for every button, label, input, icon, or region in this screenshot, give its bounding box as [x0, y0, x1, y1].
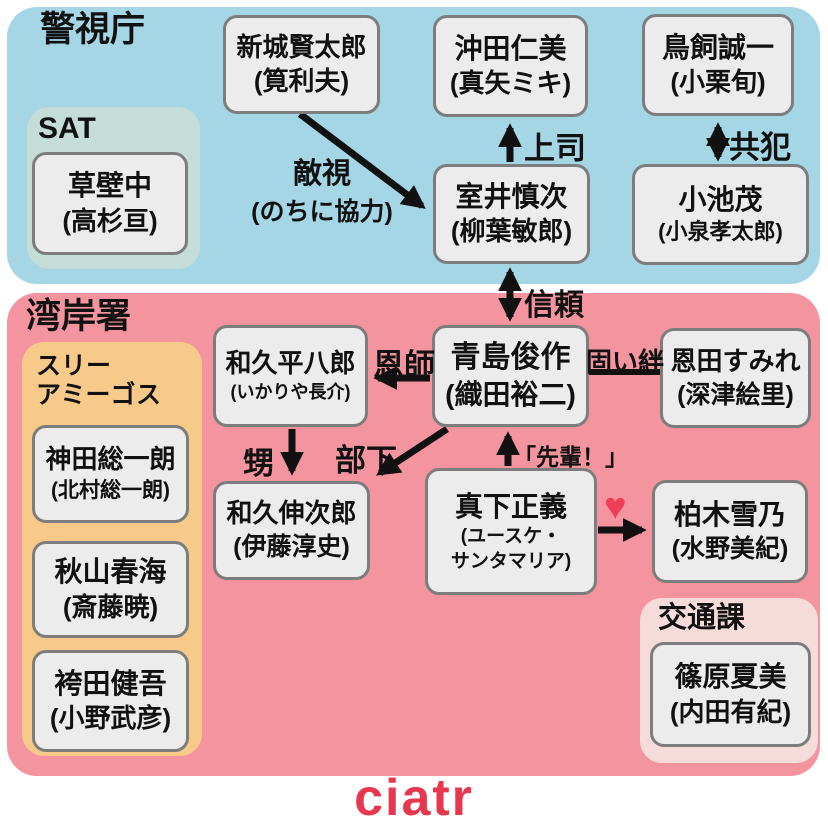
character-actor: (織田裕二)	[445, 379, 576, 411]
character-actor: (斎藤暁)	[62, 591, 159, 622]
character-actor-line2: サンタマリア)	[450, 550, 572, 572]
character-card-shinohara: 篠原夏美 (内田有紀)	[650, 642, 811, 747]
character-actor: (真矢ミキ)	[449, 68, 572, 99]
relation-label-senpai: 「先輩！」	[513, 444, 628, 470]
character-actor: (小栗旬)	[670, 67, 766, 98]
sat-label: SAT	[38, 112, 96, 145]
character-actor: (いかりや長介)	[230, 382, 351, 403]
character-actor: (伊藤淳史)	[233, 533, 350, 562]
relation-label-kyohan: 共犯	[729, 130, 791, 165]
relation-label-shinrai: 信頼	[524, 289, 584, 322]
character-name: 和久伸次郎	[226, 498, 357, 529]
relation-label-joshi: 上司	[524, 131, 586, 166]
three-amigos-label: スリー アミーゴス	[36, 352, 161, 410]
three-amigos-label-line1: スリー	[36, 352, 112, 380]
character-name: 柏木雪乃	[673, 499, 786, 531]
character-card-akiyama: 秋山春海 (斎藤暁)	[32, 541, 189, 638]
character-actor: (高杉亘)	[62, 205, 158, 236]
character-card-hakamada: 袴田健吾 (小野武彦)	[32, 650, 189, 752]
character-name: 草壁中	[67, 170, 152, 202]
relation-label-kataikizuna: 固い絆	[586, 347, 665, 377]
character-card-koike: 小池茂 (小泉孝太郎)	[632, 164, 809, 265]
character-card-onda: 恩田すみれ (深津絵里)	[660, 328, 811, 428]
character-actor: (水野美紀)	[671, 535, 789, 564]
character-card-shinjo: 新城賢太郎 (筧利夫)	[223, 15, 380, 114]
koutsuka-label: 交通課	[658, 602, 746, 634]
heart-icon: ♥	[604, 486, 627, 528]
character-card-mashita: 真下正義 (ユースケ・ サンタマリア)	[425, 468, 597, 595]
character-name: 沖田仁美	[454, 32, 567, 64]
character-name: 神田総一朗	[45, 444, 176, 475]
relation-label-oi: 甥	[243, 446, 274, 481]
character-name: 室井慎次	[455, 180, 568, 212]
character-name: 恩田すみれ	[670, 345, 801, 376]
relation-label-tekishi: 敵視 (のちに協力)	[238, 150, 406, 228]
character-card-aoshima: 青島俊作 (織田裕二)	[432, 325, 589, 427]
character-card-kashiwagi: 柏木雪乃 (水野美紀)	[652, 480, 808, 583]
relation-label-buka: 部下	[335, 443, 397, 478]
relation-label-onshi: 恩師	[373, 348, 435, 383]
character-name: 真下正義	[454, 490, 567, 522]
character-name: 秋山春海	[54, 556, 167, 588]
character-actor: (小野武彦)	[49, 703, 172, 734]
ciatr-logo: ciatr	[354, 769, 474, 827]
character-card-kanda: 神田総一朗 (北村総一朗)	[32, 425, 189, 523]
character-actor-line1: (ユースケ・	[460, 526, 562, 547]
three-amigos-label-line2: アミーゴス	[36, 380, 162, 409]
character-card-okita: 沖田仁美 (真矢ミキ)	[433, 15, 588, 117]
character-name: 篠原夏美	[674, 661, 787, 693]
character-name: 新城賢太郎	[236, 31, 367, 62]
character-card-waku-jr: 和久伸次郎 (伊藤淳史)	[213, 481, 370, 580]
character-name: 和久平八郎	[225, 348, 356, 379]
character-card-kusakabe: 草壁中 (高杉亘)	[32, 152, 188, 255]
keishicho-label: 警視庁	[40, 10, 146, 49]
character-card-waku-sr: 和久平八郎 (いかりや長介)	[213, 325, 368, 427]
character-actor: (内田有紀)	[669, 696, 792, 727]
character-actor: (小泉孝太郎)	[658, 219, 783, 245]
character-name: 小池茂	[678, 184, 763, 215]
character-card-muroi: 室井慎次 (柳葉敏郎)	[433, 164, 590, 264]
relation-label-tekishi-line1: 敵視	[292, 158, 351, 190]
character-name: 鳥飼誠一	[661, 31, 774, 63]
character-actor: (深津絵里)	[677, 380, 794, 409]
character-actor: (北村総一朗)	[51, 479, 170, 503]
character-actor: (筧利夫)	[253, 65, 350, 96]
character-card-torikai: 鳥飼誠一 (小栗旬)	[642, 14, 794, 116]
character-actor: (柳葉敏郎)	[450, 216, 573, 247]
character-name: 青島俊作	[450, 341, 571, 375]
wangansho-label: 湾岸署	[26, 297, 132, 336]
character-name: 袴田健吾	[54, 667, 167, 699]
relation-label-tekishi-line2: (のちに協力)	[251, 198, 393, 226]
